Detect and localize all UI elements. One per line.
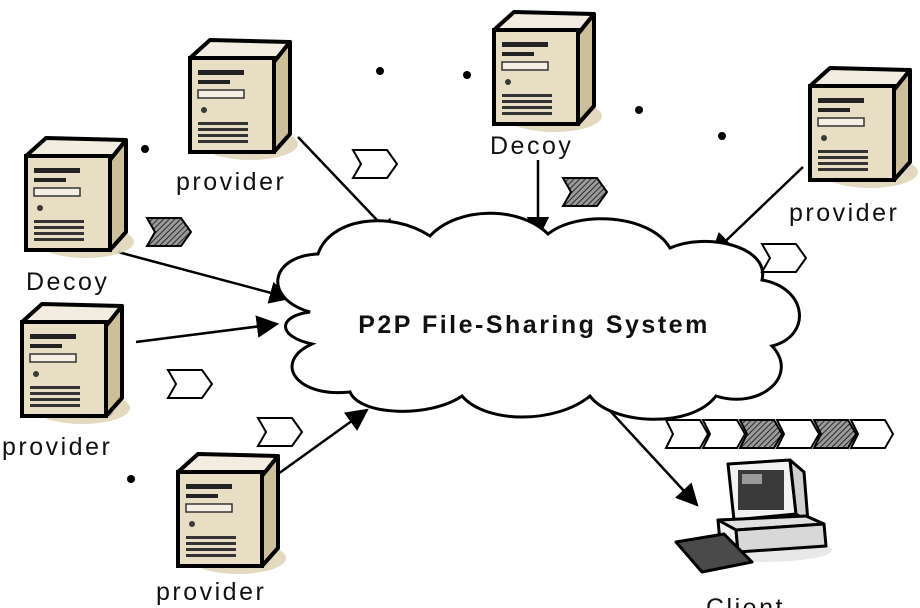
server-decoy-left <box>24 136 136 260</box>
label-decoy-left: Decoy <box>26 268 109 296</box>
label-provider-right: provider <box>789 199 899 227</box>
chunk-decoy-left <box>146 217 192 247</box>
server-icon <box>20 302 132 426</box>
label-client: Client <box>706 594 785 608</box>
label-provider-left: provider <box>2 433 112 461</box>
chunk-provider-bottom <box>257 417 303 447</box>
p2p-cloud: P2P File-Sharing System <box>276 211 801 421</box>
chunk-provider-left <box>167 369 213 399</box>
server-icon <box>492 10 604 134</box>
label-decoy-top: Decoy <box>490 132 573 160</box>
queue-chunk-clean <box>849 419 895 449</box>
queue-chunk-clean <box>701 419 747 449</box>
server-provider-bottom <box>176 452 288 576</box>
chunk-provider-right <box>761 243 807 273</box>
queue-chunk-decoy <box>738 419 784 449</box>
client-computer-icon <box>674 458 832 574</box>
server-provider-right <box>808 66 920 190</box>
server-icon <box>176 452 288 576</box>
server-icon <box>24 136 136 260</box>
arrow-provider-right <box>710 166 804 256</box>
server-provider-left <box>20 302 132 426</box>
diagram-title: P2P File-Sharing System <box>358 311 710 339</box>
server-provider-top-left <box>188 38 300 162</box>
label-provider-top-left: provider <box>176 168 286 196</box>
server-icon <box>188 38 300 162</box>
arrow-to-client <box>599 399 699 507</box>
arrow-provider-left <box>135 315 280 344</box>
chunk-decoy-top <box>562 177 608 207</box>
download-queue <box>664 419 895 449</box>
label-provider-bottom: provider <box>156 578 266 606</box>
server-decoy-top <box>492 10 604 134</box>
server-icon <box>808 66 920 190</box>
queue-chunk-clean <box>664 419 710 449</box>
arrow-decoy-left <box>117 250 293 304</box>
chunk-provider-top-left <box>352 149 398 179</box>
arrow-provider-bottom <box>277 408 369 476</box>
queue-chunk-decoy <box>812 419 858 449</box>
queue-chunk-clean <box>775 419 821 449</box>
